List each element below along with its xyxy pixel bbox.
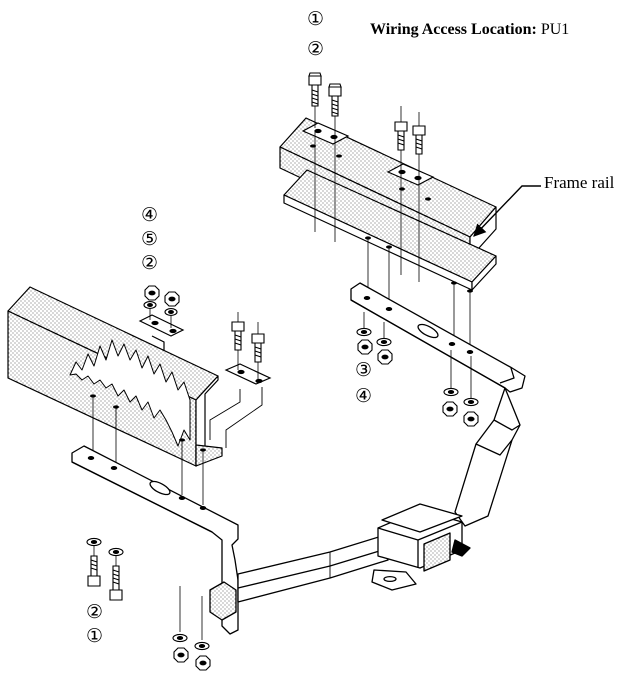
left-alignment-lines: [92, 397, 204, 505]
right-top-plate-1: [301, 122, 350, 145]
frame-rail-leader: [473, 185, 541, 237]
bolt-top-1: [308, 72, 322, 128]
left-top-plate-2: [209, 363, 272, 448]
bolt-top-2: [328, 83, 342, 135]
right-frame-rail: [279, 117, 497, 291]
wiring-access-label: Wiring Access Location: PU1: [370, 21, 569, 39]
callout-left-4: ④: [141, 204, 159, 226]
callout-top-2: ②: [307, 38, 325, 60]
right-under-hardware: [356, 312, 479, 427]
left-bottom-hardware: [86, 537, 124, 601]
bolt-top-4: [412, 112, 426, 176]
callout-left-2: ②: [141, 252, 159, 274]
wiring-access-value: PU1: [540, 21, 570, 38]
callout-bottom-1: ①: [86, 625, 104, 647]
left-frame-rail: [7, 286, 223, 467]
bottom-center-hardware: [172, 586, 211, 671]
callout-bottom-2: ②: [86, 601, 104, 623]
bolt-top-3: [394, 106, 408, 170]
right-top-plate-2: [386, 163, 435, 186]
left-rail-holes: [90, 394, 206, 452]
callout-left-5: ⑤: [141, 228, 159, 250]
frame-rail-label: Frame rail: [544, 173, 615, 192]
hitch-body: [71, 282, 526, 635]
right-alignment-lines: [314, 130, 471, 352]
callout-right-4: ④: [355, 385, 373, 407]
left-top-plate-1: [138, 314, 185, 350]
bolt-left-top-1: [231, 312, 245, 370]
left-hardware-stack: [143, 285, 180, 328]
callout-right-3: ③: [355, 359, 373, 381]
wiring-access-title: Wiring Access Location:: [370, 21, 537, 38]
callout-top-1: ①: [307, 8, 325, 30]
bolt-left-top-2: [251, 322, 265, 379]
